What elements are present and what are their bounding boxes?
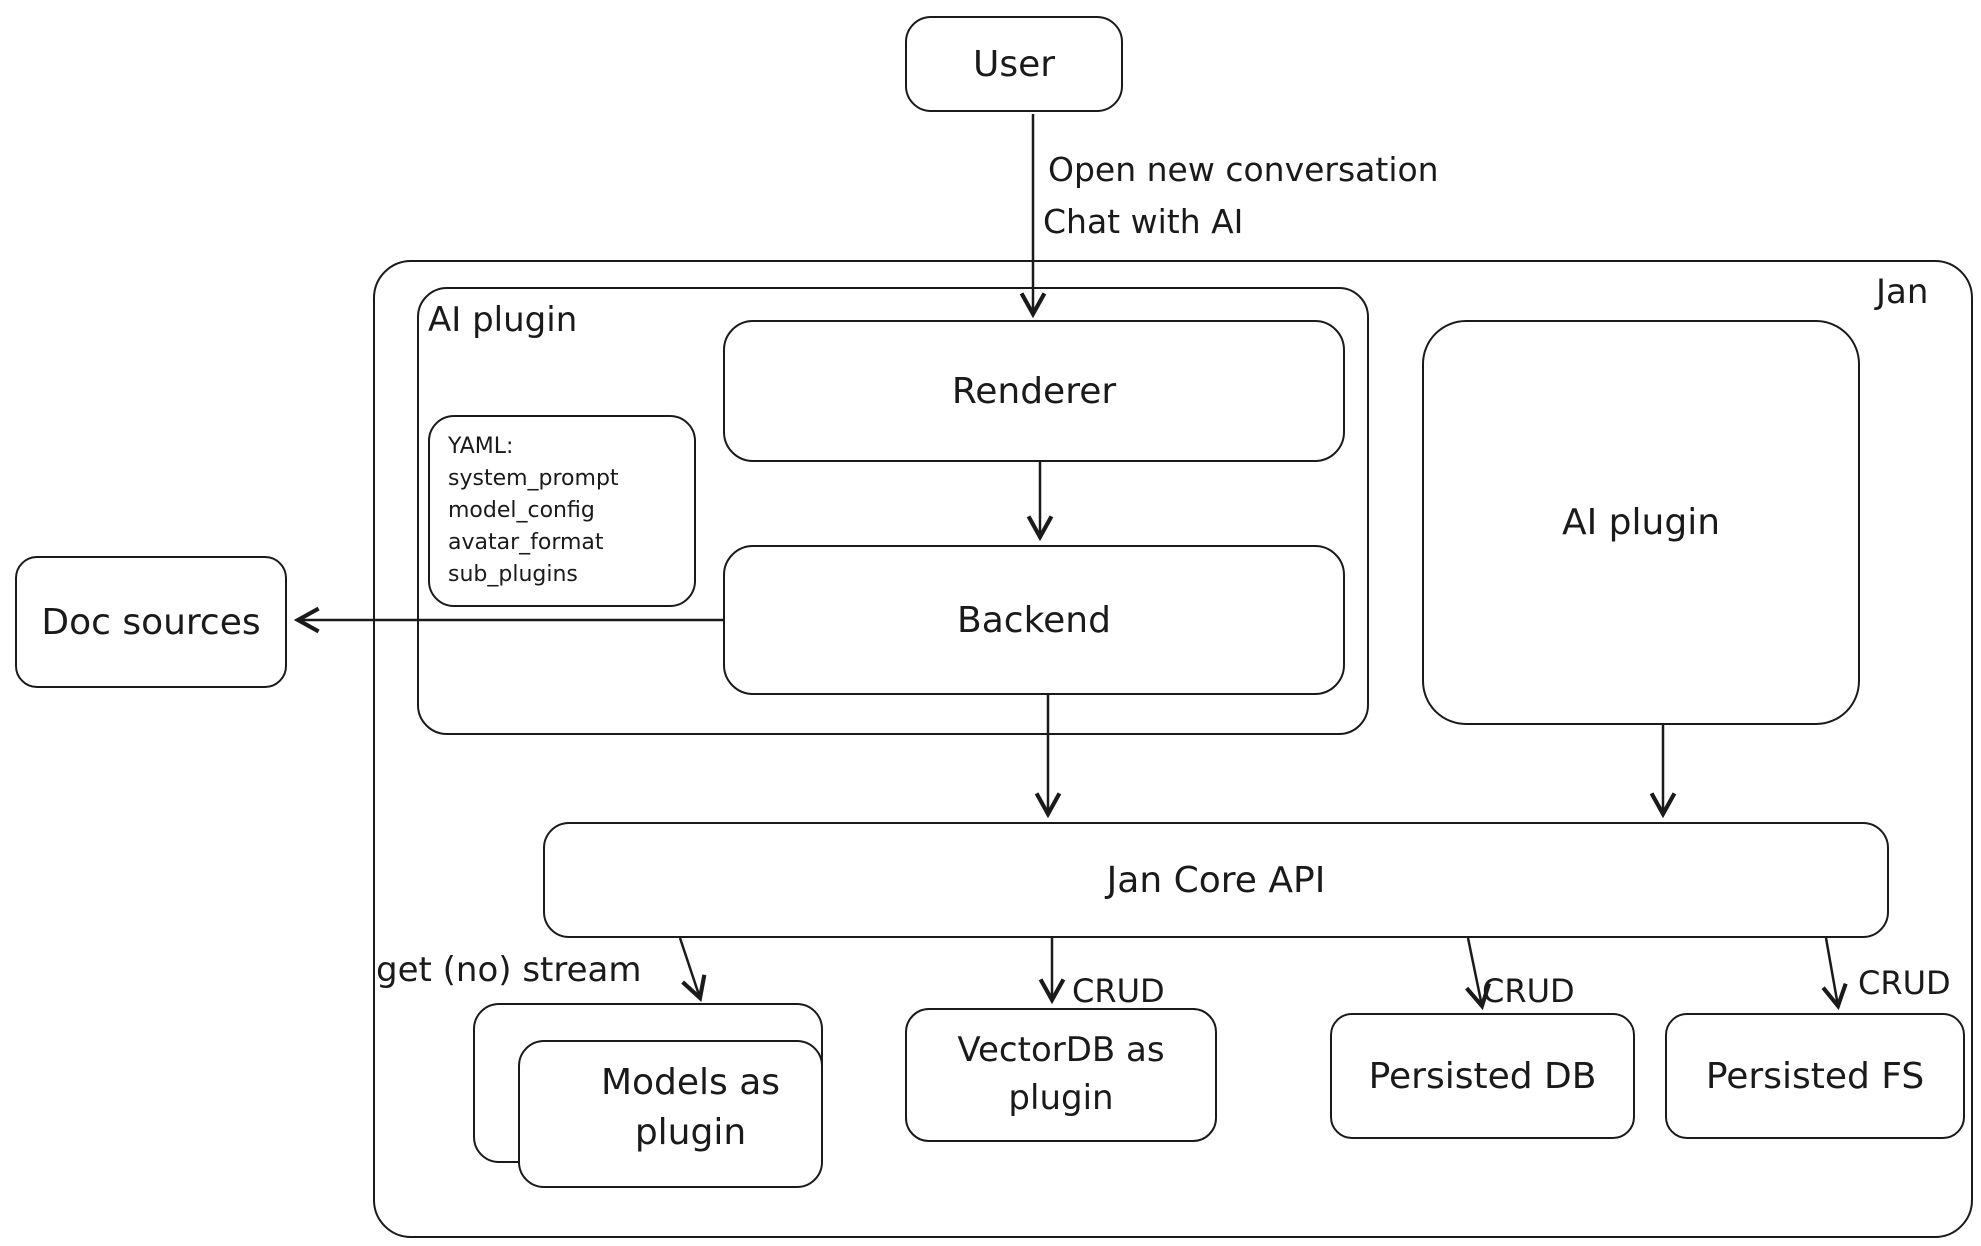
yaml-note-line: system_prompt xyxy=(448,465,619,491)
renderer-node-label: Renderer xyxy=(951,370,1117,412)
edge-label-chat-with-ai: Chat with AI xyxy=(1043,202,1244,241)
yaml-note-line: sub_plugins xyxy=(448,561,578,587)
user-node: User xyxy=(905,16,1123,112)
renderer-node: Renderer xyxy=(723,320,1345,462)
edge-label-crud-persisted-db: CRUD xyxy=(1482,972,1575,1010)
ai-plugin-right-node-label: AI plugin xyxy=(1561,502,1721,543)
doc-sources-node: Doc sources xyxy=(15,556,287,688)
edge-label-get-no-stream: get (no) stream xyxy=(376,950,642,990)
backend-node-label: Backend xyxy=(957,599,1111,641)
yaml-note: YAML: system_prompt model_config avatar_… xyxy=(428,415,696,607)
edge-label-crud-persisted-fs: CRUD xyxy=(1858,964,1951,1002)
jan-core-api-node-label: Jan Core API xyxy=(1106,859,1326,901)
models-as-plugin-inner-box xyxy=(518,1040,823,1188)
yaml-note-line: model_config xyxy=(448,497,595,523)
ai-plugin-left-label: AI plugin xyxy=(428,300,578,340)
jan-core-api-node: Jan Core API xyxy=(543,822,1889,938)
persisted-fs-label: Persisted FS xyxy=(1705,1055,1925,1097)
vectordb-as-plugin-node: VectorDB as plugin xyxy=(905,1008,1217,1142)
backend-node: Backend xyxy=(723,545,1345,695)
persisted-db-label: Persisted DB xyxy=(1368,1055,1597,1097)
edge-label-open-conversation: Open new conversation xyxy=(1048,150,1439,189)
persisted-fs-node: Persisted FS xyxy=(1665,1013,1965,1139)
ai-plugin-right-node: AI plugin xyxy=(1422,320,1860,725)
vectordb-as-plugin-label: VectorDB as plugin xyxy=(957,1030,1165,1118)
persisted-db-node: Persisted DB xyxy=(1330,1013,1635,1139)
models-as-plugin-label: Models as plugin xyxy=(600,1062,781,1154)
edge-label-crud-vectordb: CRUD xyxy=(1072,972,1165,1010)
yaml-note-line: YAML: xyxy=(448,434,514,459)
doc-sources-node-label: Doc sources xyxy=(41,601,261,643)
user-node-label: User xyxy=(972,43,1056,85)
yaml-note-line: avatar_format xyxy=(448,529,604,555)
jan-container-label: Jan xyxy=(1876,272,1929,312)
